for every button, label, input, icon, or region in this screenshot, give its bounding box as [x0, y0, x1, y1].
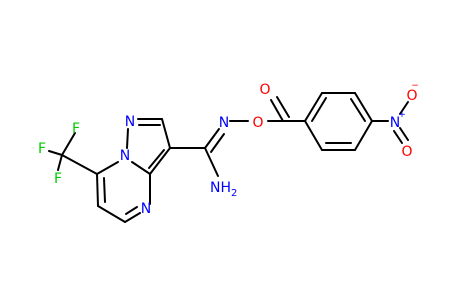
nitro-nitrogen-charge: +	[398, 110, 406, 120]
bond-n1-n2	[126, 128, 129, 149]
bond-amidine-nh2	[204, 147, 219, 177]
bond-c-f-bottom	[57, 154, 63, 171]
fluorine-left-label: F	[38, 141, 46, 157]
bond-c-f-top	[61, 132, 76, 156]
bond-n-o-nitro-top	[399, 101, 409, 115]
bond-c2-c3	[161, 118, 171, 149]
bond-c-f-left	[48, 150, 63, 156]
bond-c6-c5	[97, 205, 126, 223]
bridgehead-nitrogen-label: N	[120, 148, 130, 164]
nitro-nitrogen-label: N	[390, 115, 400, 131]
fluorine-bottom-label: F	[54, 171, 62, 187]
amine-subscript: 2	[231, 188, 237, 199]
bond-ring-1-double	[311, 97, 327, 122]
bond-ring-4	[354, 120, 373, 151]
nitro-oxygen-top-label: O	[406, 88, 417, 104]
bond-n-o-nitro-bottom	[399, 127, 409, 141]
amine-label: NH2	[210, 180, 237, 199]
oxime-nitrogen-label: N	[219, 115, 229, 131]
fluorine-top-label: F	[72, 121, 80, 137]
bond-c-o-carbonyl-double	[276, 96, 290, 118]
bond-ring-3	[354, 92, 373, 122]
nitro-oxygen-top-charge: −	[411, 81, 419, 91]
bond-ring-3-double	[350, 98, 366, 122]
bond-n-o-nitro-bottom-double	[393, 130, 403, 144]
oxime-oxygen-label: O	[252, 115, 263, 131]
bond-c3-c3a	[149, 147, 171, 175]
nitro-oxygen-bottom-label: O	[401, 144, 412, 160]
bond-ring-1	[304, 92, 323, 122]
pyrazole-nitrogen-label: N	[125, 114, 135, 130]
pyrimidine-nitrogen-label: N	[141, 201, 151, 217]
bond-c5-n4-double	[125, 206, 138, 215]
bond-c-n-oxime	[204, 128, 220, 149]
bond-c3-c3a-double	[148, 149, 165, 169]
bond-c5-n4	[124, 212, 141, 223]
bond-c3a-n1	[131, 161, 151, 175]
carbonyl-oxygen-label: O	[259, 82, 270, 98]
bonds	[48, 92, 409, 223]
atom-labels: F F F N N N NH2 N O O N + O − O	[38, 81, 419, 217]
bond-c7-c6-double	[103, 177, 106, 203]
bond-ring-6	[304, 120, 323, 151]
bond-c-o-carbonyl	[270, 99, 284, 122]
bond-cf3-ring	[61, 154, 98, 175]
bond-c7-n1	[96, 161, 119, 175]
bond-c-n-oxime-double	[210, 133, 225, 153]
bond-c7-c6	[96, 173, 99, 207]
